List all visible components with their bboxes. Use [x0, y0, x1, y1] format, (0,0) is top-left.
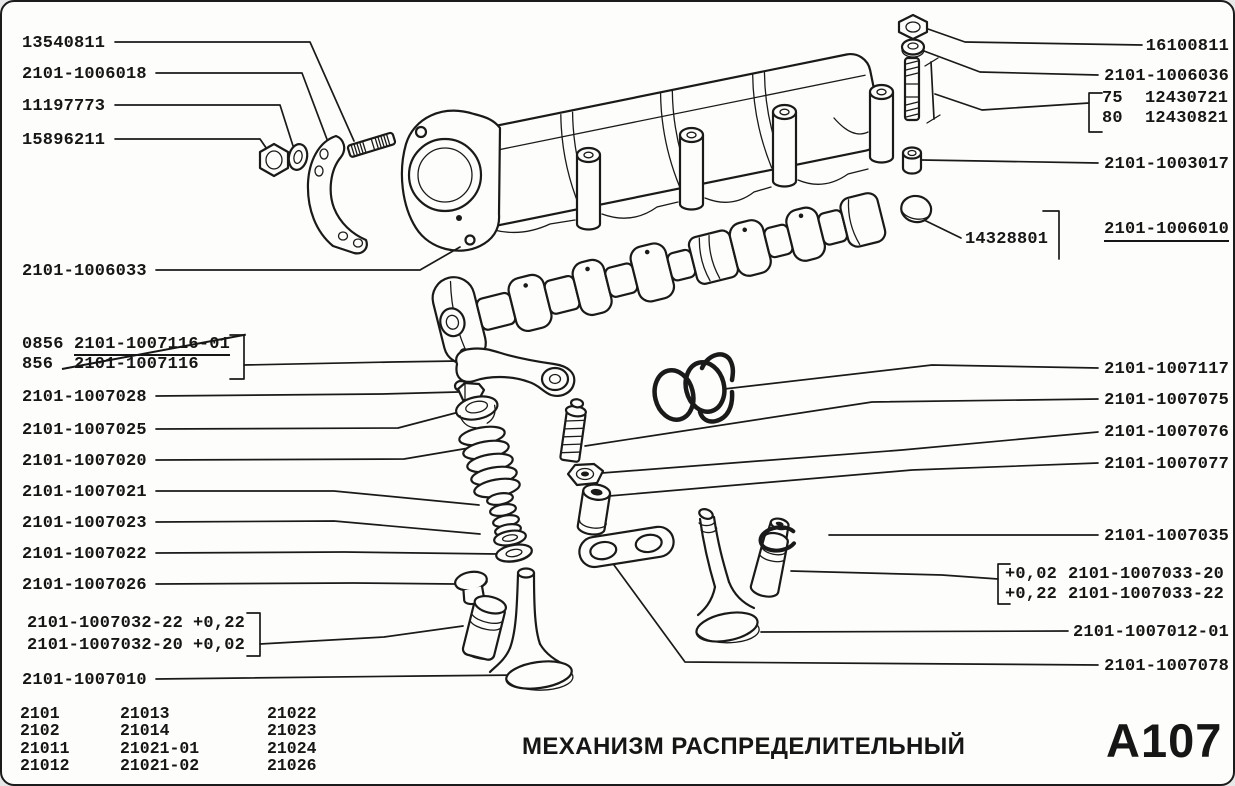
- housing-nut-drawing: [258, 142, 290, 178]
- model-cell: 21022: [267, 704, 317, 723]
- callout-14328801: 14328801: [965, 230, 1049, 249]
- housing-washer-drawing: [287, 143, 309, 171]
- model-cell: 21023: [267, 721, 317, 741]
- callout-2101-1006033: 2101-1006033: [22, 262, 147, 281]
- callout-2101-1007077: 2101-1007077: [1104, 455, 1229, 474]
- callout-rocker-variant-1: 0856 2101-1007116-01: [22, 335, 231, 356]
- tappet-drawing: [461, 594, 508, 661]
- part-number: 2101-1007032-20: [27, 636, 184, 655]
- housing-pillar: [575, 146, 602, 231]
- stud-washer-drawing: [900, 38, 926, 58]
- model-cell: 21011: [20, 738, 70, 758]
- callout-2101-1006036: 2101-1006036: [1104, 67, 1229, 86]
- model-cell: 21026: [267, 755, 317, 775]
- housing-pillar: [868, 83, 895, 164]
- part-number: 12430821: [1145, 109, 1229, 128]
- stud-length-mm: 75: [1102, 89, 1123, 108]
- callout-2101-1007075: 2101-1007075: [1104, 391, 1229, 410]
- stud-length-mm: 80: [1102, 109, 1123, 128]
- callout-2101-1007026: 2101-1007026: [22, 576, 147, 595]
- leader-lines: [114, 28, 1143, 680]
- tolerance-value: +0,02: [193, 636, 246, 655]
- expansion-plug-drawing: [900, 194, 933, 224]
- production-code: 856: [22, 355, 54, 374]
- model-cell: 21012: [20, 755, 70, 775]
- camshaft-drawing: [431, 192, 887, 365]
- adjusting-sleeve-drawing: [576, 483, 612, 536]
- callout-13540811: 13540811: [22, 34, 106, 53]
- tolerance-value: +0,22: [193, 614, 246, 633]
- model-cell: 21024: [267, 738, 317, 758]
- production-code: 0856: [22, 335, 64, 354]
- lock-plate-drawing: [578, 525, 675, 569]
- callout-2101-1006010-assembly: 2101-1006010: [1104, 220, 1229, 242]
- spacer-bush-drawing: [901, 146, 923, 175]
- tolerance-value: +0,02: [1005, 565, 1058, 584]
- callout-11197773: 11197773: [22, 97, 106, 116]
- callout-2101-1007028: 2101-1007028: [22, 388, 147, 407]
- part-number: 2101-1007116: [74, 355, 199, 374]
- cylinder-head-stud-drawing: [903, 56, 921, 122]
- callout-15896211: 15896211: [22, 131, 106, 150]
- callout-2101-1007076: 2101-1007076: [1104, 423, 1229, 442]
- model-cell: 21021-01: [120, 738, 200, 758]
- adjusting-nut-drawing: [566, 462, 605, 487]
- superseded-part-number: 2101-1007116-01: [74, 335, 231, 356]
- outer-valve-spring-drawing: [458, 425, 521, 499]
- model-cell: 21021-02: [120, 755, 200, 775]
- callout-2101-1007117: 2101-1007117: [1104, 360, 1229, 379]
- callout-tappet-variant-2: 2101-1007032-20 +0,02: [27, 636, 245, 656]
- callout-tappet-variant-1: 2101-1007032-22 +0,22: [27, 614, 245, 634]
- part-number: 2101-1007033-20: [1068, 565, 1225, 584]
- callout-2101-1007012-01: 2101-1007012-01: [1072, 623, 1229, 642]
- diagram-title: МЕХАНИЗМ РАСПРЕДЕЛИТЕЛЬНЫЙ: [522, 733, 966, 760]
- callout-stud-variant-1: 75 12430721: [1102, 89, 1228, 109]
- exhaust-valve-drawing: [695, 508, 760, 644]
- intake-valve-drawing: [488, 567, 574, 691]
- spring-cap-drawing: [455, 395, 499, 429]
- housing-stud-drawing: [346, 131, 397, 158]
- part-number: 12430721: [1145, 89, 1229, 108]
- callout-2101-1007022: 2101-1007022: [22, 545, 147, 564]
- thrust-plate-drawing: [306, 134, 368, 255]
- model-cell: 2102: [20, 721, 60, 741]
- housing-pillar: [771, 103, 798, 188]
- callout-2101-1007078: 2101-1007078: [1104, 657, 1229, 676]
- sheet-code: A107: [1106, 714, 1223, 767]
- callout-2101-1007020: 2101-1007020: [22, 452, 147, 471]
- stud-nut-drawing: [897, 13, 929, 41]
- rocker-spring-clip-drawing: [652, 352, 736, 424]
- snap-ring-drawing: [758, 525, 797, 553]
- callout-2101-1007025: 2101-1007025: [22, 421, 147, 440]
- callout-2101-1003017: 2101-1003017: [1104, 155, 1229, 174]
- callout-guide-variant-2: +0,22 2101-1007033-22: [1005, 585, 1224, 605]
- callout-2101-1007023: 2101-1007023: [22, 514, 147, 533]
- model-cell: 2101: [20, 704, 60, 723]
- callout-2101-1006018: 2101-1006018: [22, 65, 147, 84]
- callout-2101-1007035: 2101-1007035: [1104, 527, 1229, 546]
- callout-guide-variant-1: +0,02 2101-1007033-20: [1005, 565, 1224, 585]
- model-applicability-table: 2101 21013 21022 2102 21014 21023 21011 …: [20, 705, 317, 774]
- model-cell: 21014: [120, 721, 170, 741]
- callout-16100811: 16100811: [1145, 37, 1229, 56]
- adjusting-bolt-drawing: [559, 398, 587, 463]
- callout-2101-1007021: 2101-1007021: [22, 483, 147, 502]
- spring-washer-drawing: [495, 543, 533, 563]
- model-cell: 21013: [120, 704, 170, 723]
- callout-stud-variant-2: 80 12430821: [1102, 109, 1228, 129]
- part-number: 2101-1007033-22: [1068, 585, 1225, 604]
- tolerance-value: +0,22: [1005, 585, 1058, 604]
- housing-pillar: [678, 126, 705, 211]
- rocker-arm-drawing: [453, 347, 576, 397]
- callout-2101-1007010: 2101-1007010: [22, 671, 147, 690]
- part-number: 2101-1007032-22: [27, 614, 184, 633]
- camshaft-housing-drawing: [400, 52, 895, 252]
